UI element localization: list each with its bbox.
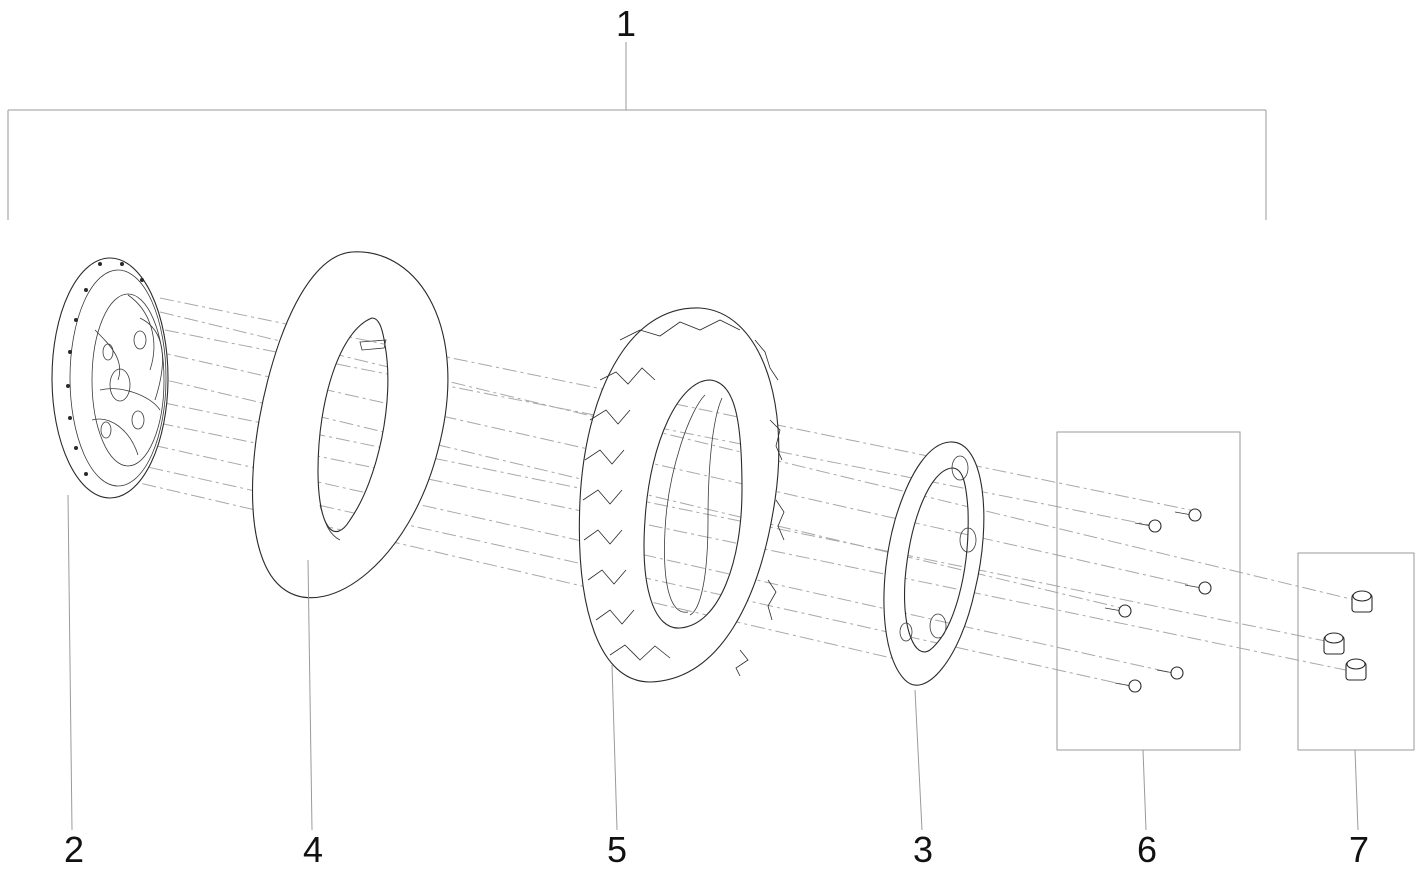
screw: [1114, 679, 1142, 693]
callout-2: 2: [64, 829, 84, 870]
screw: [1184, 581, 1212, 595]
callout-7: 7: [1349, 829, 1369, 870]
screw: [1174, 508, 1202, 522]
callout-3: 3: [913, 829, 933, 870]
outer-rim-ring: [883, 441, 985, 686]
wheel-hub-rim-half: [51, 257, 169, 499]
callout-1: 1: [616, 3, 636, 44]
callout-5: 5: [607, 829, 627, 870]
inner-tube: [252, 251, 449, 599]
screw: [1134, 519, 1162, 533]
callout-leaders: [67, 494, 1359, 831]
callout-6: 6: [1137, 829, 1157, 870]
assembly-bracket: [7, 42, 1267, 220]
screw: [1156, 666, 1184, 680]
tyre: [578, 307, 785, 683]
callout-4: 4: [303, 829, 323, 870]
nut: [1345, 658, 1367, 681]
nut: [1351, 590, 1373, 613]
nut-set-box: [1297, 552, 1415, 751]
nut: [1323, 632, 1345, 655]
screw-set-box: [1056, 431, 1241, 751]
screw: [1104, 604, 1132, 618]
